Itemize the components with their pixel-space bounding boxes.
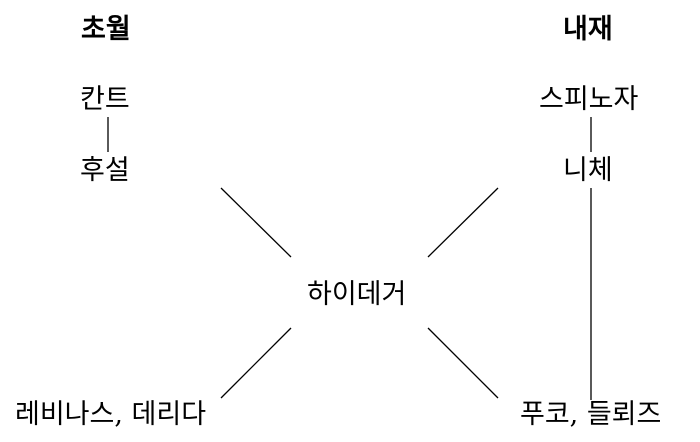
edge-heidegger-foucault-deleuze <box>427 327 499 399</box>
node-levinas-derrida: 레비나스, 데리다 <box>15 399 207 430</box>
node-heidegger: 하이데거 <box>307 279 407 310</box>
header-transcendence: 초월 <box>81 14 131 45</box>
node-kant: 칸트 <box>80 84 130 115</box>
header-immanence: 내재 <box>563 14 613 45</box>
edge-husserl-heidegger <box>220 187 292 258</box>
node-husserl: 후설 <box>80 155 130 186</box>
edge-heidegger-levinas-derrida <box>220 327 292 399</box>
edge-nietzsche-heidegger <box>427 187 499 258</box>
node-foucault-deleuze: 푸코, 들뢰즈 <box>520 399 662 430</box>
node-spinoza: 스피노자 <box>539 84 639 115</box>
node-nietzsche: 니체 <box>563 155 613 186</box>
